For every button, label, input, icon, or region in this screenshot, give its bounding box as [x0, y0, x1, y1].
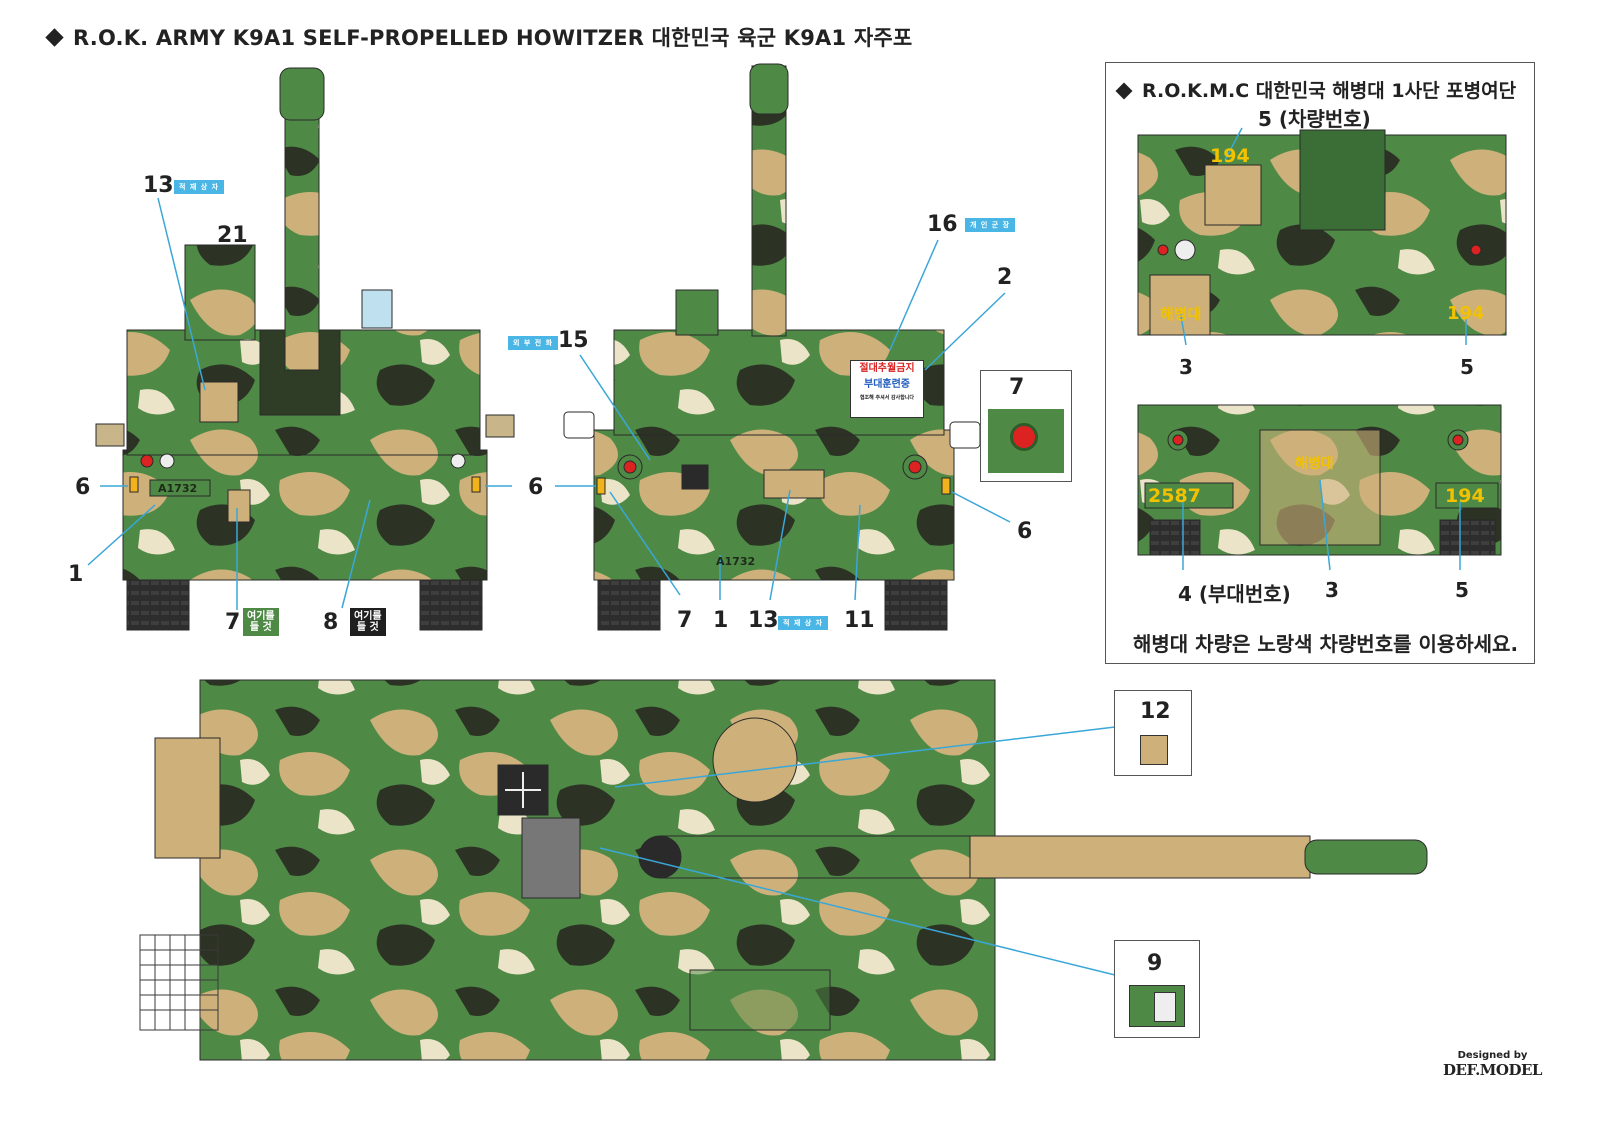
- detail-box-12: 12: [1114, 690, 1192, 776]
- tag-lift-here-green: 여기를 들 것: [243, 608, 279, 636]
- callout-15: 15: [558, 328, 589, 353]
- rokmc-callout-4: 4 (부대번호): [1178, 582, 1291, 606]
- rokmc-vehicle-number-bottom: 194: [1445, 485, 1485, 507]
- rokmc-unit-text-bottom: 해병대: [1295, 456, 1334, 472]
- detail-7-artwork: [988, 409, 1064, 473]
- callout-9: 9: [1147, 951, 1163, 976]
- rokmc-note: 해병대 차량은 노랑색 차량번호를 이용하세요.: [1133, 632, 1519, 656]
- callout-7-detail: 7: [1009, 375, 1025, 400]
- callout-6-right-front: 6: [528, 475, 544, 500]
- callout-11: 11: [844, 608, 875, 633]
- detail-9-part: [1129, 985, 1185, 1027]
- tail-light-icon: [1010, 423, 1038, 451]
- rokmc-views: [1137, 129, 1507, 556]
- rokmc-vehicle-number-top-2: 194: [1447, 303, 1485, 324]
- credit: Designed by DEF.MODEL: [1443, 1050, 1542, 1079]
- page-title: R.O.K. ARMY K9A1 SELF-PROPELLED HOWITZER…: [45, 22, 912, 52]
- callout-6-left-front: 6: [75, 475, 91, 500]
- callout-lines: [87, 127, 1467, 976]
- callout-12: 12: [1140, 699, 1171, 724]
- callout-6-right-rear: 6: [1017, 519, 1033, 544]
- designed-by-label: Designed by: [1457, 1050, 1528, 1061]
- rokmc-subtitle: 5 (차량번호): [1258, 107, 1371, 131]
- rokmc-callout-5b: 5: [1455, 578, 1469, 602]
- detail-box-7: 7: [980, 370, 1072, 482]
- rokmc-vehicle-number-top-1: 194: [1210, 145, 1250, 167]
- rear-view: [563, 63, 981, 631]
- serial-number-front: A1732: [158, 482, 198, 495]
- tag-cargo-box-front: 적 재 상 자: [174, 180, 225, 194]
- front-view: [95, 67, 515, 631]
- callout-21: 21: [217, 223, 248, 248]
- tag-lift-here-black: 여기를 들 것: [350, 608, 386, 636]
- sign-line-3: 협조해 주셔서 감사합니다: [859, 395, 915, 401]
- rokmc-unit-text-top: 해병대: [1160, 305, 1202, 323]
- callout-13-front: 13: [143, 173, 174, 198]
- callout-7-front: 7: [225, 610, 241, 635]
- detail-box-9: 9: [1114, 940, 1200, 1038]
- rokmc-panel: [1105, 62, 1535, 664]
- sign-line-2: 부대훈련중: [864, 379, 910, 390]
- rokmc-callout-3a: 3: [1179, 355, 1193, 379]
- top-view: [139, 679, 1428, 1061]
- decal-plate-icon: [1154, 992, 1176, 1022]
- rokmc-unit-number: 2587: [1148, 485, 1201, 507]
- diamond-bullet-icon: [1115, 82, 1133, 100]
- callout-13-rear: 13: [748, 608, 779, 633]
- rokmc-callout-5a: 5: [1460, 355, 1474, 379]
- rokmc-title: R.O.K.M.C 대한민국 해병대 1사단 포병여단: [1115, 76, 1516, 103]
- sign-line-1: 절대추월금지: [859, 363, 915, 374]
- rokmc-callout-3b: 3: [1325, 578, 1339, 602]
- callout-7-rear: 7: [677, 608, 693, 633]
- callout-1-front: 1: [68, 562, 84, 587]
- detail-12-part: [1140, 735, 1168, 765]
- warning-sign: 절대추월금지 부대훈련중 협조해 주셔서 감사합니다: [850, 360, 924, 418]
- tag-personal-gear: 개 인 군 장: [965, 218, 1016, 232]
- callout-2: 2: [997, 265, 1013, 290]
- brand-logo: DEF.MODEL: [1443, 1061, 1542, 1079]
- tag-external-phone: 외 부 전 화: [508, 336, 559, 350]
- callout-16: 16: [927, 212, 958, 237]
- callout-1-rear: 1: [713, 608, 729, 633]
- tag-cargo-box-rear: 적 재 상 자: [778, 616, 829, 630]
- callout-8-front: 8: [323, 610, 339, 635]
- serial-number-rear: A1732: [716, 555, 756, 568]
